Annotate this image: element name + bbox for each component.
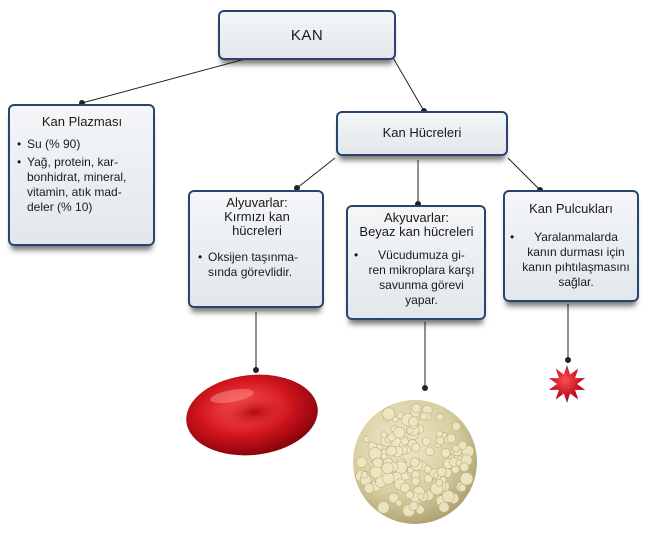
kan-box: KAN [218,10,396,60]
plasma-item-nutrients: Yağ, protein, kar- bonhidrat, mineral, v… [17,155,147,215]
line-cells-red [296,157,336,189]
plasma-title: Kan Plazması [41,114,123,129]
white-cells-title: Akyuvarlar: Beyaz kan hücreleri [359,210,474,239]
white-cells-box: Akyuvarlar: Beyaz kan hücreleri Vücudumu… [346,205,486,320]
line-kan-plasma [81,54,261,104]
red-cells-title: Alyuvarlar: Kırmızı kan hücreleri [224,195,290,238]
plasma-item-water: Su (% 90) [17,137,147,152]
platelet-box: Kan Pulcukları Yaralanmalarda kanın durm… [503,190,639,302]
line-cells-platelet [507,157,541,191]
plasma-list: Su (% 90) Yağ, protein, kar- bonhidrat, … [17,137,147,215]
white-cells-list: Vücudumuza gi- ren mikroplara karşı savu… [354,248,479,308]
platelet-function: Yaralanmalarda kanın durması için kanın … [510,230,632,290]
platelet-list: Yaralanmalarda kanın durması için kanın … [510,230,632,290]
cells-title: Kan Hücreleri [382,125,462,140]
cells-box: Kan Hücreleri [336,111,508,156]
red-cells-list: Oksijen taşınma- sında görevlidir. [198,250,316,280]
red-cells-box: Alyuvarlar: Kırmızı kan hücreleri Oksije… [188,190,324,308]
kan-title: KAN [290,27,324,44]
line-kan-cells [391,55,425,112]
plasma-box: Kan Plazması Su (% 90) Yağ, protein, kar… [8,104,155,246]
platelet-title: Kan Pulcukları [529,201,613,216]
red-cells-function: Oksijen taşınma- sında görevlidir. [198,250,316,280]
white-cells-function: Vücudumuza gi- ren mikroplara karşı savu… [354,248,479,308]
